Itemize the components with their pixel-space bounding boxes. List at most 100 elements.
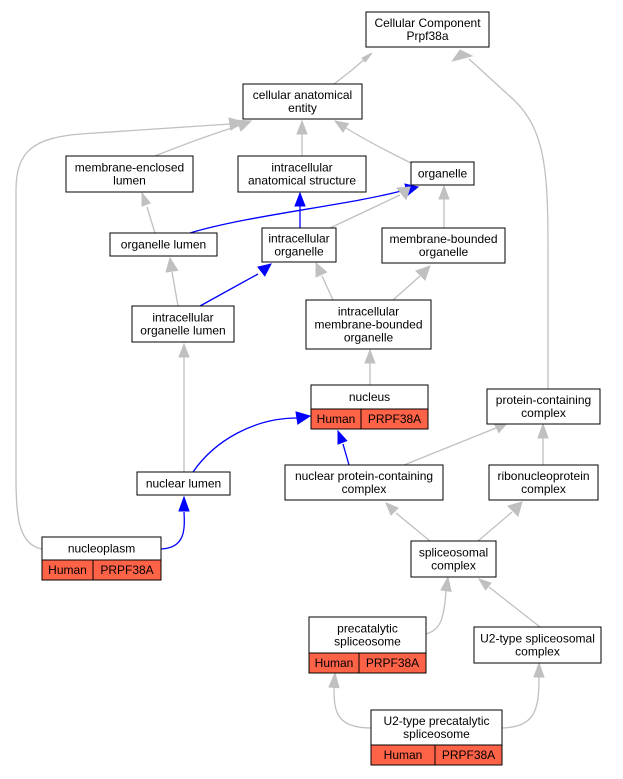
arrowhead-icon — [396, 186, 411, 201]
edge-line — [477, 511, 513, 542]
term-label: complex — [431, 559, 476, 573]
edge-3 — [296, 119, 308, 156]
annotated-edge-17 — [337, 429, 350, 466]
term-label: complex — [342, 482, 387, 496]
edge-line — [171, 271, 179, 307]
term-label: nuclear lumen — [146, 477, 221, 491]
term-box — [381, 227, 506, 264]
edge-line — [321, 275, 334, 301]
edge-line — [342, 443, 350, 466]
edge-line — [345, 127, 412, 164]
term-box — [131, 305, 235, 343]
edge-8 — [329, 186, 411, 229]
term-label: spliceosome — [334, 635, 401, 649]
edge-5 — [141, 191, 156, 234]
term-node-org[interactable]: organelle — [410, 161, 475, 186]
edge-26 — [328, 671, 372, 729]
edge-1 — [451, 49, 549, 389]
gene-label: PRPF38A — [100, 563, 153, 577]
arrowhead-icon — [537, 422, 549, 439]
edge-line — [329, 194, 401, 229]
term-label: nucleoplasm — [68, 542, 135, 556]
term-label: spliceosome — [403, 727, 470, 741]
edge-line — [160, 511, 185, 550]
term-label: membrane-bounded — [314, 318, 422, 332]
arrowhead-icon — [257, 263, 272, 277]
term-node-nuc[interactable]: nucleus — [310, 384, 429, 410]
arrowhead-icon — [385, 502, 399, 516]
term-box — [365, 11, 490, 48]
edge-line — [154, 125, 239, 157]
edge-line — [333, 57, 367, 85]
annotated-edge-7 — [294, 191, 306, 228]
edges-layer — [15, 49, 549, 729]
arrowhead-icon — [440, 575, 452, 593]
term-box — [109, 232, 218, 257]
term-label: Cellular Component — [374, 16, 481, 30]
edge-10 — [165, 256, 179, 307]
edge-23 — [477, 501, 523, 542]
term-label: protein-containing — [496, 393, 591, 407]
term-label: spliceosomal — [419, 546, 488, 560]
term-label: cellular anatomical — [253, 88, 352, 102]
term-label: intracellular — [271, 161, 332, 175]
annotated-edge-15 — [192, 411, 312, 473]
arrowhead-icon — [333, 120, 350, 133]
edge-line — [146, 206, 156, 234]
term-label: Prpf38a — [406, 29, 448, 43]
arrowhead-icon — [315, 261, 328, 278]
term-box — [410, 161, 475, 186]
gene-label: PRPF38A — [442, 748, 495, 762]
edge-line — [488, 586, 541, 628]
term-box — [242, 83, 363, 120]
arrowhead-icon — [438, 184, 450, 200]
term-box — [237, 155, 367, 193]
term-label: nucleus — [349, 390, 390, 404]
term-node-nl[interactable]: nuclear lumen — [136, 471, 231, 496]
term-label: anatomical structure — [248, 174, 356, 188]
term-label: intracellular — [338, 305, 399, 319]
edge-line — [192, 417, 298, 473]
edge-line — [199, 273, 259, 307]
annotation-row-u2p: Human PRPF38A — [370, 744, 503, 766]
edge-20 — [15, 117, 245, 550]
term-label: organelle — [418, 167, 468, 181]
gene-cell — [92, 559, 162, 581]
term-node-np[interactable]: nucleoplasm — [41, 536, 162, 561]
term-box — [308, 616, 427, 654]
species-label: Human — [384, 748, 423, 762]
term-box — [261, 227, 337, 263]
edge-line — [189, 189, 406, 234]
term-label: organelle — [274, 245, 324, 259]
annotated-edge-11 — [199, 263, 272, 307]
gene-label: PRPF38A — [368, 412, 421, 426]
term-box — [410, 540, 497, 578]
arrowhead-icon — [477, 578, 492, 591]
term-box — [310, 384, 429, 410]
arrowhead-icon — [295, 411, 312, 425]
edge-25 — [477, 578, 541, 628]
edge-line — [392, 275, 421, 301]
term-node-ol[interactable]: organelle lumen — [109, 232, 218, 257]
term-box — [473, 626, 602, 664]
edge-19 — [537, 422, 549, 465]
term-label: complex — [521, 406, 566, 420]
